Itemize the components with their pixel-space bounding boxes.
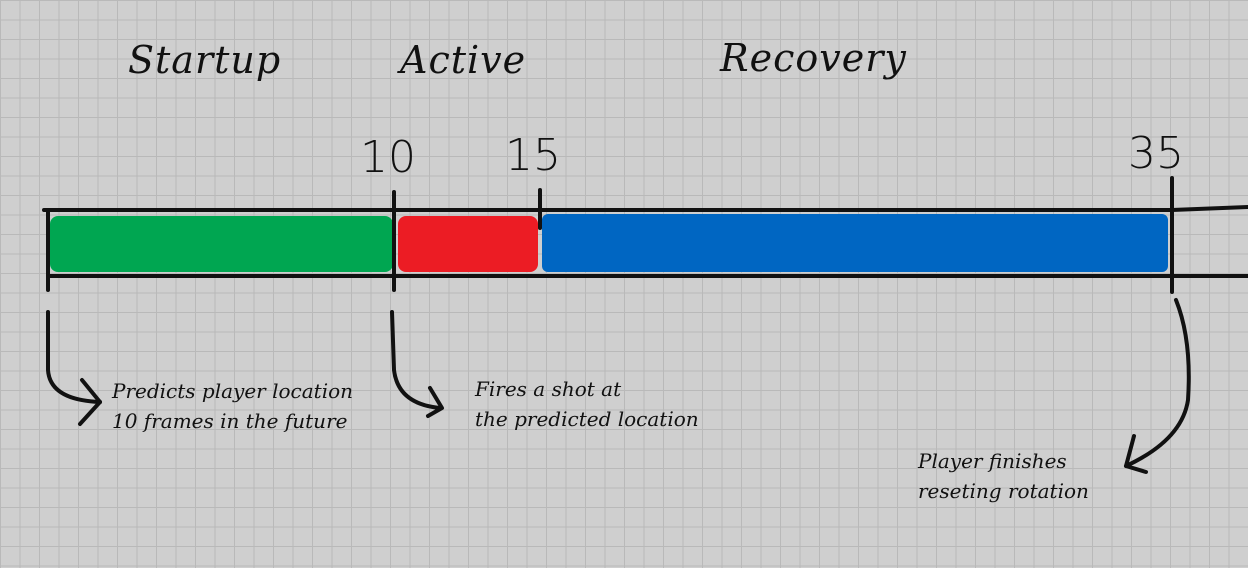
recovery-segment: [542, 214, 1168, 272]
active-note-line-1: Fires a shot at: [475, 377, 622, 401]
startup-note: Predicts player location 10 frames in th…: [112, 376, 353, 436]
active-note: Fires a shot at the predicted location: [475, 374, 699, 434]
startup-note-line-2: 10 frames in the future: [112, 409, 348, 433]
startup-note-arrow: [46, 310, 102, 404]
active-note-arrow: [390, 310, 442, 410]
tick-label-15: 15: [505, 130, 561, 181]
startup-note-arrowhead: [78, 378, 102, 426]
recovery-phase-label: Recovery: [720, 36, 907, 80]
recovery-note: Player finishes reseting rotation: [918, 446, 1089, 506]
tick-label-35: 35: [1128, 128, 1184, 179]
startup-segment: [50, 216, 393, 272]
recovery-note-line-1: Player finishes: [918, 449, 1067, 473]
recovery-note-arrow: [1124, 298, 1191, 468]
timeline-top-edge: [42, 205, 1248, 212]
recovery-note-line-2: reseting rotation: [918, 479, 1089, 503]
active-note-line-2: the predicted location: [475, 407, 699, 431]
active-phase-label: Active: [400, 38, 527, 82]
startup-phase-label: Startup: [128, 38, 282, 82]
recovery-note-arrowhead: [1124, 434, 1148, 474]
startup-note-line-1: Predicts player location: [112, 379, 354, 403]
active-note-arrowhead: [426, 386, 444, 418]
active-segment: [398, 216, 538, 272]
tick-label-10: 10: [360, 132, 416, 183]
